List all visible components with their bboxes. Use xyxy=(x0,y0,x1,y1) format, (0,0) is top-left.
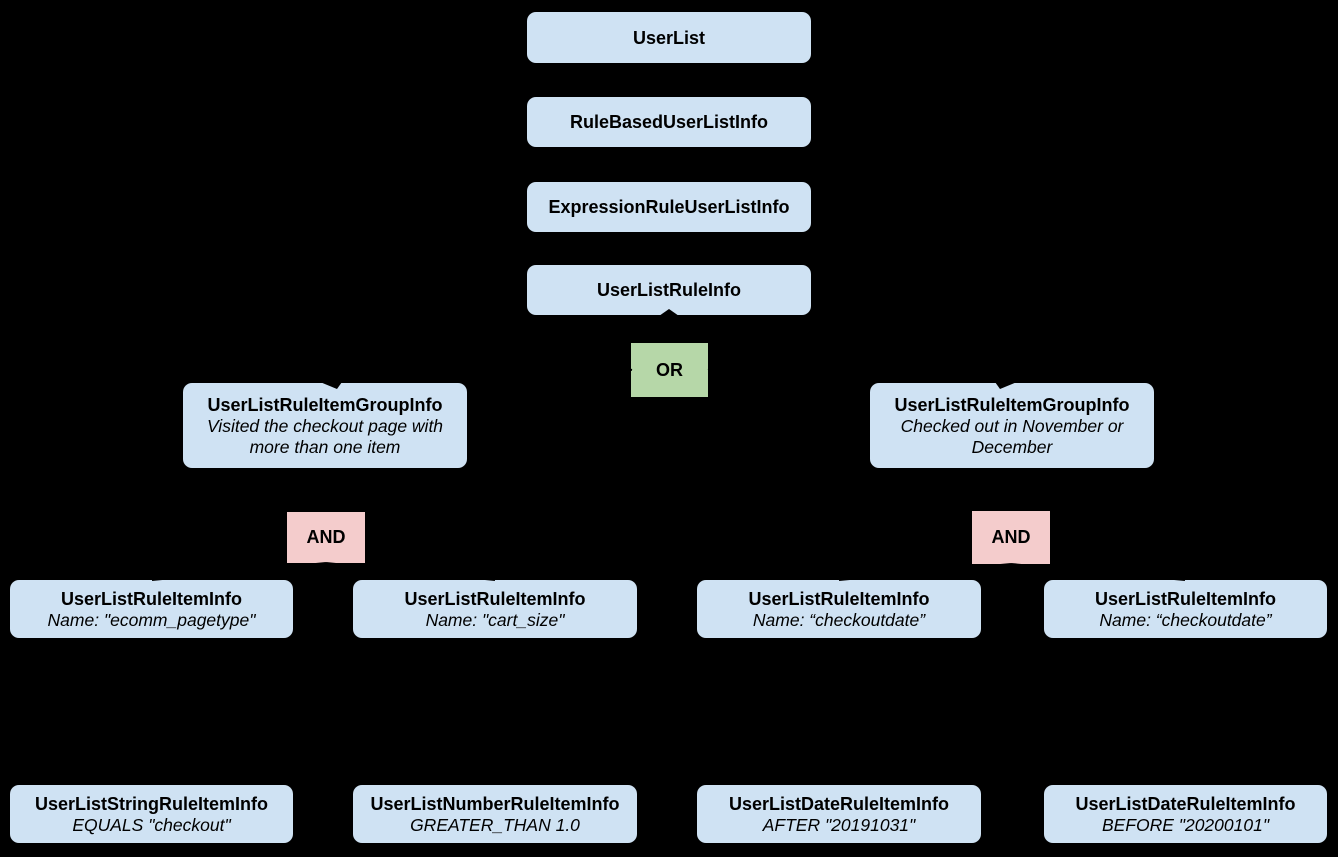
rule-item-node-3: UserListRuleItemInfo Name: “checkoutdate… xyxy=(697,580,981,638)
rule-item-subtitle: Name: “checkoutdate” xyxy=(1099,609,1272,630)
leaf-node-string-rule: UserListStringRuleItemInfo EQUALS "check… xyxy=(10,785,293,843)
leaf-subtitle: AFTER "20191031" xyxy=(762,814,916,835)
node-user-list-rule-info: UserListRuleInfo xyxy=(527,265,811,315)
node-label: RuleBasedUserListInfo xyxy=(569,112,769,132)
node-rule-based-user-list-info: RuleBasedUserListInfo xyxy=(527,97,811,147)
rule-item-subtitle: Name: "cart_size" xyxy=(425,609,565,630)
and-operator-label: AND xyxy=(306,527,346,547)
leaf-title: UserListDateRuleItemInfo xyxy=(728,793,950,814)
node-label: ExpressionRuleUserListInfo xyxy=(548,197,790,217)
leaf-title: UserListDateRuleItemInfo xyxy=(1075,793,1296,814)
connector-or-group-left xyxy=(334,351,633,381)
connector-or-group-right xyxy=(707,351,1003,381)
connector-and-right-item3 xyxy=(838,563,1012,581)
rule-item-subtitle: Name: "ecomm_pagetype" xyxy=(47,609,256,630)
node-user-list: UserList xyxy=(527,12,811,63)
and-operator-left: AND xyxy=(287,512,365,563)
connector-and-left-item1 xyxy=(151,562,327,581)
rule-item-node-4: UserListRuleItemInfo Name: “checkoutdate… xyxy=(1044,580,1327,638)
leaf-node-date-rule-after: UserListDateRuleItemInfo AFTER "20191031… xyxy=(697,785,981,843)
group-title: UserListRuleItemGroupInfo xyxy=(207,394,443,415)
rule-item-title: UserListRuleItemInfo xyxy=(404,588,586,609)
node-label: UserList xyxy=(632,27,706,48)
rule-item-subtitle: Name: “checkoutdate” xyxy=(752,609,926,630)
leaf-subtitle: BEFORE "20200101" xyxy=(1101,814,1270,835)
node-label: UserListRuleInfo xyxy=(596,280,742,300)
connector-group-and-left xyxy=(324,467,327,513)
leaf-title: UserListStringRuleItemInfo xyxy=(34,793,269,814)
rule-item-node-2: UserListRuleItemInfo Name: "cart_size" xyxy=(353,580,637,638)
rule-item-title: UserListRuleItemInfo xyxy=(60,588,243,609)
leaf-subtitle: GREATER_THAN 1.0 xyxy=(410,814,580,835)
and-operator-label: AND xyxy=(991,527,1031,547)
node-expression-rule-user-list-info: ExpressionRuleUserListInfo xyxy=(527,182,811,232)
connector-and-left-item2 xyxy=(325,562,496,581)
or-operator: OR xyxy=(631,343,708,397)
group-node-left: UserListRuleItemGroupInfo Visited the ch… xyxy=(183,383,467,468)
leaf-node-number-rule: UserListNumberRuleItemInfo GREATER_THAN … xyxy=(353,785,637,843)
group-subtitle: Visited the checkout page with more than… xyxy=(206,415,444,457)
leaf-title: UserListNumberRuleItemInfo xyxy=(370,793,620,814)
leaf-subtitle: EQUALS "checkout" xyxy=(72,814,231,835)
connector-group-and-right xyxy=(1010,467,1013,512)
group-title: UserListRuleItemGroupInfo xyxy=(894,394,1130,415)
rule-item-title: UserListRuleItemInfo xyxy=(748,588,930,609)
group-subtitle: Checked out in November or December xyxy=(900,415,1124,457)
leaf-node-date-rule-before: UserListDateRuleItemInfo BEFORE "2020010… xyxy=(1044,785,1327,843)
or-operator-label: OR xyxy=(656,359,683,380)
and-operator-right: AND xyxy=(972,511,1050,564)
connector-and-right-item4 xyxy=(1010,563,1186,581)
group-node-right: UserListRuleItemGroupInfo Checked out in… xyxy=(870,383,1154,468)
rule-item-title: UserListRuleItemInfo xyxy=(1094,588,1277,609)
rule-item-node-1: UserListRuleItemInfo Name: "ecomm_pagety… xyxy=(10,580,293,638)
